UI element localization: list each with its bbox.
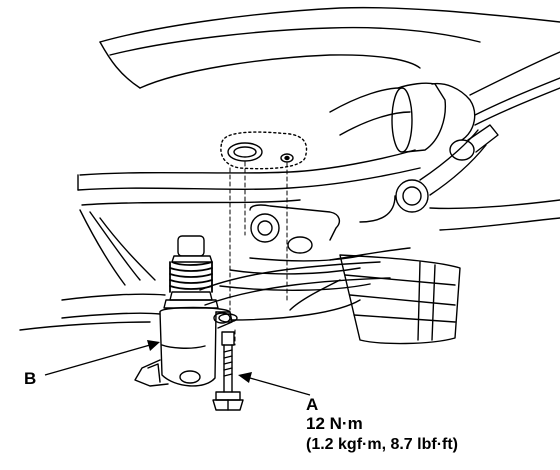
mounting-bracket xyxy=(219,204,411,291)
bolt-hole xyxy=(280,153,294,163)
engine-block-outline xyxy=(19,6,560,331)
solenoid-valve xyxy=(134,235,233,387)
callout-b-label: B xyxy=(24,369,37,388)
torque-spec-imperial: (1.2 kgf·m, 8.7 lbf·ft) xyxy=(306,436,459,453)
bolt xyxy=(212,313,244,411)
arrow-to-solenoid xyxy=(44,340,160,376)
alignment-lines xyxy=(229,161,288,346)
solenoid-coil xyxy=(169,261,213,293)
lower-pipe xyxy=(199,261,391,321)
torque-spec-nm: 12 N·m xyxy=(306,414,363,433)
ribbed-plate xyxy=(289,254,461,345)
leader-arrows xyxy=(44,340,311,396)
arrow-to-bolt xyxy=(238,372,311,396)
hose-assembly xyxy=(329,51,560,153)
pipe-assembly xyxy=(359,124,560,231)
solenoid-bore xyxy=(227,142,263,162)
callout-a-label: A xyxy=(306,395,319,414)
mounting-area-outline xyxy=(220,131,308,170)
